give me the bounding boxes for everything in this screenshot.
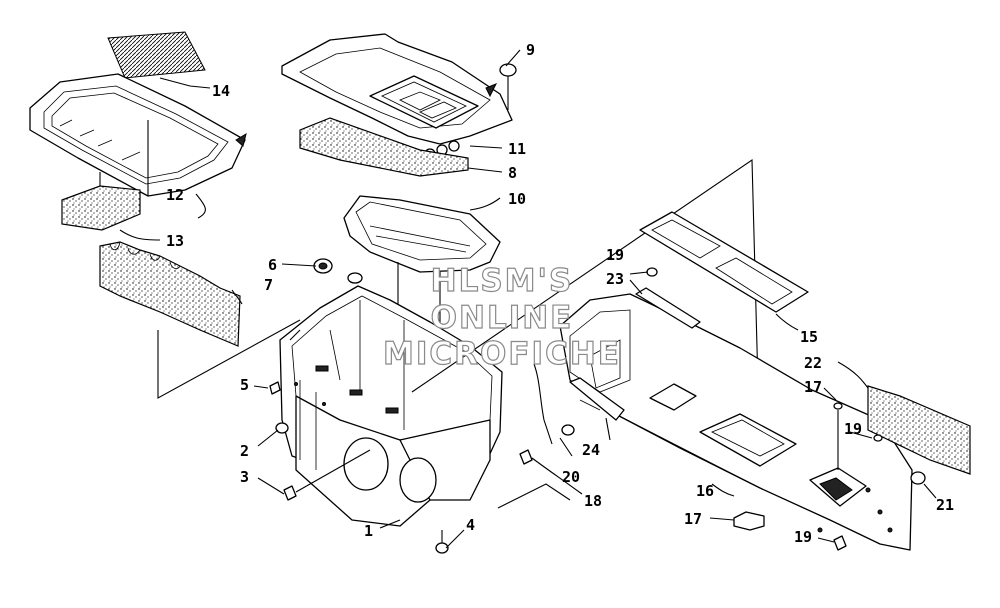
foam-pad-part (61, 185, 141, 231)
screw-part (269, 381, 281, 395)
fastener-19-lower-part (833, 535, 847, 551)
callout-16: 16 (696, 482, 714, 500)
filter-screen-part (107, 31, 206, 79)
callout-21: 21 (936, 496, 954, 514)
top-foam-part (299, 117, 469, 177)
callout-7: 7 (264, 276, 273, 294)
callout-18: 18 (584, 492, 602, 510)
top-plate-part (281, 33, 513, 160)
callout-9: 9 (526, 41, 535, 59)
watermark-line-3: MICROFICHE (383, 336, 621, 372)
fastener-17-lower-part (733, 511, 765, 531)
watermark-line-1: HLSM'S (431, 263, 574, 299)
bezel-part (29, 73, 247, 197)
watermark: HLSM'S ONLINE MICROFICHE (382, 262, 621, 372)
console-part (559, 293, 913, 551)
latch-part (569, 377, 625, 421)
callout-2: 2 (240, 442, 249, 460)
callout-22: 22 (804, 354, 822, 372)
callout-3: 3 (240, 468, 249, 486)
callout-19-top: 19 (606, 246, 624, 264)
cover-part (343, 195, 501, 273)
callout-19-right: 19 (844, 420, 862, 438)
callout-8: 8 (508, 164, 517, 182)
callout-11: 11 (508, 140, 526, 158)
screw-18-part (519, 449, 533, 465)
clip-part (499, 63, 517, 110)
callout-19-lower: 19 (794, 528, 812, 546)
callout-17-lower: 17 (684, 510, 702, 528)
callout-17-upper: 17 (804, 378, 822, 396)
foam-block-part (867, 385, 971, 475)
main-box-part (279, 285, 503, 527)
callout-15: 15 (800, 328, 818, 346)
grommet-part (313, 258, 363, 284)
clip-fastener-part (283, 449, 371, 501)
foam-strip-part (99, 241, 241, 347)
callout-23: 23 (606, 270, 624, 288)
fastener-19-right-part (873, 434, 883, 442)
push-rivet-part (435, 530, 449, 554)
callout-4: 4 (466, 516, 475, 534)
callout-20: 20 (562, 468, 580, 486)
callout-12: 12 (166, 186, 184, 204)
fastener-17-upper-part (833, 402, 843, 470)
callout-6: 6 (268, 256, 277, 274)
callout-24: 24 (582, 441, 600, 459)
callout-1: 1 (364, 522, 373, 540)
callout-labels: 14 12 13 9 11 8 10 6 7 5 2 3 1 4 18 20 2… (166, 41, 954, 546)
leader-lines (119, 49, 937, 549)
callout-5: 5 (240, 376, 249, 394)
rod-part (533, 363, 575, 445)
callout-13: 13 (166, 232, 184, 250)
callout-10: 10 (508, 190, 526, 208)
callout-14: 14 (212, 82, 230, 100)
plug-21-part (910, 471, 926, 485)
watermark-line-2: ONLINE (431, 300, 574, 336)
gasket-part (639, 211, 809, 313)
bolt-part (275, 422, 289, 434)
